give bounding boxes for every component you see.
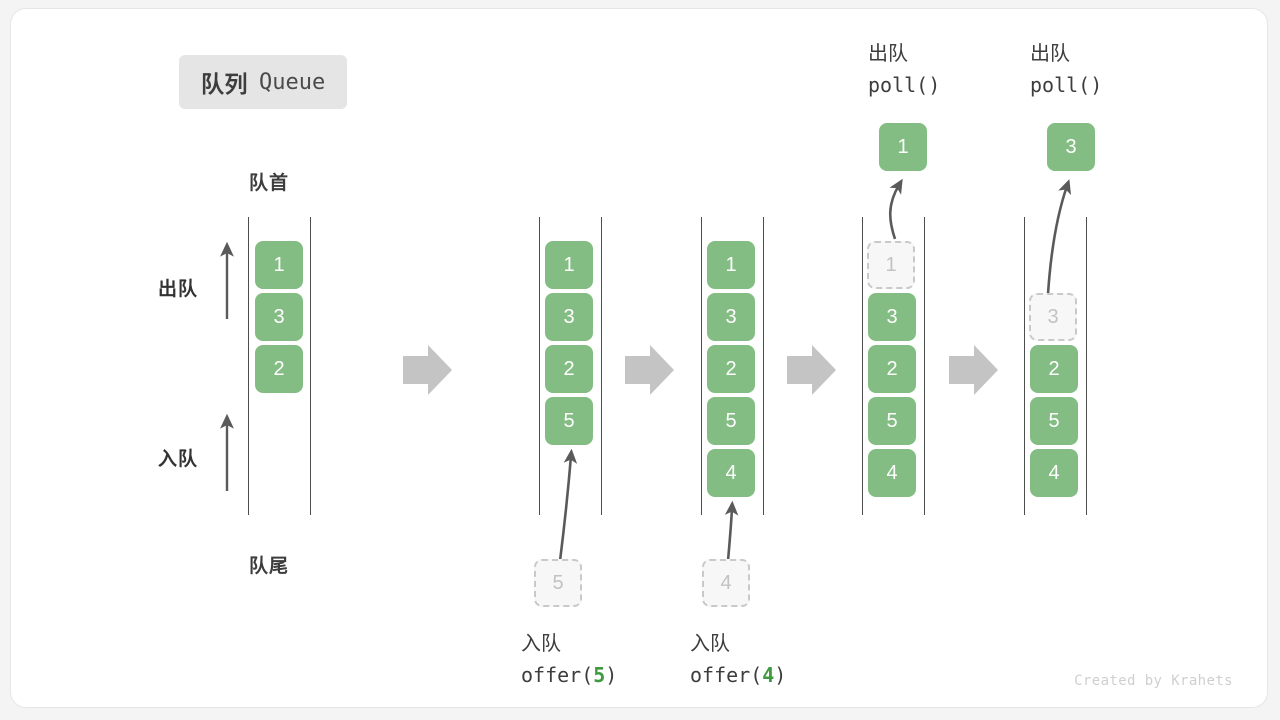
queue-item: 3 (868, 293, 916, 341)
rail-left (862, 217, 863, 515)
caption-cn: 出队 (868, 43, 908, 65)
incoming-ghost-item: 4 (702, 559, 750, 607)
rail-left (1024, 217, 1025, 515)
dequeued-result-item: 3 (1047, 123, 1095, 171)
queue-item: 4 (1030, 449, 1078, 497)
diagram-title-badge: 队列 Queue (179, 55, 348, 109)
caption-code: offer(4) (690, 663, 787, 687)
queue-item: 3 (707, 293, 755, 341)
caption-code: poll() (868, 73, 941, 97)
enqueue-arrow-5 (558, 448, 578, 562)
flow-arrow-1 (403, 345, 452, 395)
queue-item: 2 (255, 345, 303, 393)
queue-item: 2 (545, 345, 593, 393)
incoming-ghost-item: 5 (534, 559, 582, 607)
enqueue-direction-label: 入队 (158, 449, 199, 470)
enqueue-arrow-4 (724, 500, 739, 562)
queue-head-label: 队首 (249, 173, 290, 194)
flow-arrow-3 (787, 345, 836, 395)
caption-code: offer(5) (521, 663, 618, 687)
queue-item: 1 (545, 241, 593, 289)
removed-ghost-item: 3 (1029, 293, 1077, 341)
queue-item: 5 (868, 397, 916, 445)
rail-right (924, 217, 925, 515)
operation-caption: 入队 offer(4) (690, 629, 786, 691)
title-en: Queue (259, 69, 326, 95)
rail-right (601, 217, 602, 515)
queue-item: 1 (255, 241, 303, 289)
queue-item: 1 (707, 241, 755, 289)
watermark: Created by Krahets (1074, 673, 1233, 689)
rail-right (310, 217, 311, 515)
rail-right (1086, 217, 1087, 515)
queue-item: 3 (255, 293, 303, 341)
title-cn: 队列 (201, 71, 248, 97)
flow-arrow-2 (625, 345, 674, 395)
caption-cn: 出队 (1030, 43, 1070, 65)
operation-caption: 入队 offer(5) (521, 629, 617, 691)
dequeue-arrow-3 (1046, 179, 1072, 295)
queue-item: 3 (545, 293, 593, 341)
queue-item: 2 (868, 345, 916, 393)
operation-caption: 出队 poll() (868, 39, 940, 101)
caption-cn: 入队 (521, 633, 561, 655)
rail-left (701, 217, 702, 515)
queue-tail-label: 队尾 (249, 556, 290, 577)
dequeued-result-item: 1 (879, 123, 927, 171)
dequeue-direction-label: 出队 (158, 279, 199, 300)
rail-right (763, 217, 764, 515)
caption-cn: 入队 (690, 633, 730, 655)
diagram-card: 队列 Queue 队首 队尾 出队 入队 (10, 8, 1268, 708)
queue-item: 2 (1030, 345, 1078, 393)
queue-item: 4 (707, 449, 755, 497)
queue-item: 5 (707, 397, 755, 445)
caption-code: poll() (1030, 73, 1103, 97)
rail-left (539, 217, 540, 515)
vector-layer (220, 178, 1072, 562)
removed-ghost-item: 1 (867, 241, 915, 289)
queue-item: 4 (868, 449, 916, 497)
queue-item: 2 (707, 345, 755, 393)
operation-caption: 出队 poll() (1030, 39, 1102, 101)
dequeue-arrow-1 (888, 178, 903, 240)
flow-arrow-4 (949, 345, 998, 395)
queue-item: 5 (545, 397, 593, 445)
queue-item: 5 (1030, 397, 1078, 445)
rail-left (248, 217, 249, 515)
